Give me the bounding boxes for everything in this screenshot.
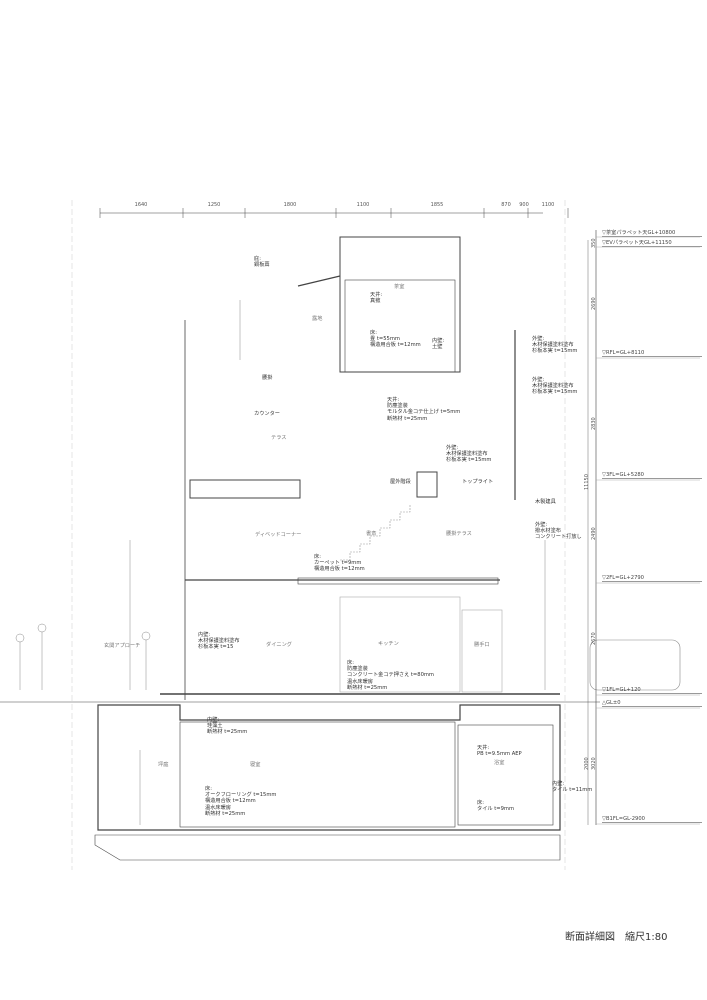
level-label: ▽3FL=GL+5280 — [602, 472, 702, 479]
top-dimension: 1640 — [134, 202, 148, 208]
vertical-dimension: 2000 — [584, 757, 590, 770]
room-label: 浴室 — [494, 760, 505, 766]
level-label: ▽2FL=GL+2790 — [602, 575, 702, 582]
note-bath-ceiling: 天井: PB t=9.5mm AEP — [477, 745, 522, 758]
level-label: ▽RFL=GL+8110 — [602, 350, 702, 357]
note-outdoor-stair: 屋外階段 — [390, 479, 411, 485]
note-eaves: 庇: 銅板葺 — [254, 256, 270, 269]
room-label: 腰掛テラス — [446, 531, 472, 537]
vertical-dimension: 2670 — [591, 632, 597, 645]
top-dimension: 870 — [501, 202, 511, 208]
note-exterior-concrete: 外壁: 撥水材塗布 コンクリート打放し — [535, 522, 582, 541]
drawing-title: 断面詳細図 縮尺1:80 — [565, 932, 668, 943]
note-1f-floor: 床: 防塵塗装 コンクリート金コテ押さえ t=80mm 温水床暖房 断熱材 t=… — [347, 660, 434, 691]
note-toplight: トップライト — [462, 479, 494, 485]
note-bath-floor: 床: タイル t=9mm — [477, 800, 514, 813]
top-dimension: 1100 — [541, 202, 555, 208]
top-dimension: 1250 — [207, 202, 221, 208]
room-label: テラス — [271, 435, 287, 441]
note-tearoom-wall: 内壁: 土壁 — [432, 338, 445, 351]
vertical-dimension: 11150 — [584, 474, 590, 490]
note-bench: 腰掛 — [262, 375, 273, 381]
vertical-dimension: 2690 — [591, 297, 597, 310]
room-label: 露地 — [312, 316, 323, 322]
note-counter: カウンター — [254, 411, 280, 417]
note-b1-wall: 内壁: 珪藻土 断熱材 t=25mm — [207, 717, 248, 736]
room-label: 茶室 — [394, 284, 405, 290]
level-label: ▽1FL=GL+120 — [602, 687, 702, 694]
note-1f-wall: 内壁: 木材保護塗料塗布 杉板本実 t=15 — [198, 632, 240, 651]
level-label: ▽茶室パラペット天GL+10800 — [602, 229, 702, 237]
level-label: ▽EVパラペット天GL+11150 — [602, 239, 702, 247]
note-tearoom-floor: 床: 畳 t=55mm 構造用合板 t=12mm — [370, 330, 421, 349]
level-label: ▽B1FL=GL-2900 — [602, 816, 702, 823]
note-3f-ceiling: 天井: 防塵塗装 モルタル金コテ仕上げ t=5mm 断熱材 t=25mm — [387, 397, 461, 422]
room-label: 書斎 — [366, 531, 377, 537]
top-dimension: 1855 — [430, 202, 444, 208]
level-label: △GL±0 — [602, 700, 702, 707]
vertical-dimension: 350 — [591, 238, 597, 248]
room-label: ディベッドコーナー — [255, 532, 302, 538]
note-2f-floor: 床: カーペット t=9mm 構造用合板 t=12mm — [314, 554, 365, 573]
vertical-dimension: 3020 — [591, 757, 597, 770]
top-dimension: 1100 — [356, 202, 370, 208]
note-wooden-fitting: 木製建具 — [535, 499, 556, 505]
vertical-dimension: 2490 — [591, 527, 597, 540]
room-label: 勝手口 — [474, 642, 490, 648]
room-label: 玄関アプローチ — [104, 643, 141, 649]
top-dimension: 900 — [519, 202, 529, 208]
room-label: キッチン — [378, 641, 399, 647]
room-label: 坪庭 — [158, 762, 169, 768]
note-bath-wall: 内壁: タイル t=11mm — [552, 781, 593, 794]
note-exterior-wall-1: 外壁: 木材保護塗料塗布 杉板本実 t=15mm — [532, 336, 578, 355]
note-exterior-wall-2: 外壁: 木材保護塗料塗布 杉板本実 t=15mm — [532, 377, 578, 396]
top-dimension: 1800 — [283, 202, 297, 208]
vertical-dimension: 2830 — [591, 417, 597, 430]
room-label: ダイニング — [266, 642, 292, 648]
note-exterior-wall-3: 外壁: 木材保護塗料塗布 杉板本実 t=15mm — [446, 445, 492, 464]
room-label: 寝室 — [250, 762, 261, 768]
note-b1-floor: 床: オークフローリング t=15mm 構造用合板 t=12mm 温水床暖房 断… — [205, 786, 277, 817]
note-tearoom-ceiling: 天井: 真菰 — [370, 292, 383, 305]
